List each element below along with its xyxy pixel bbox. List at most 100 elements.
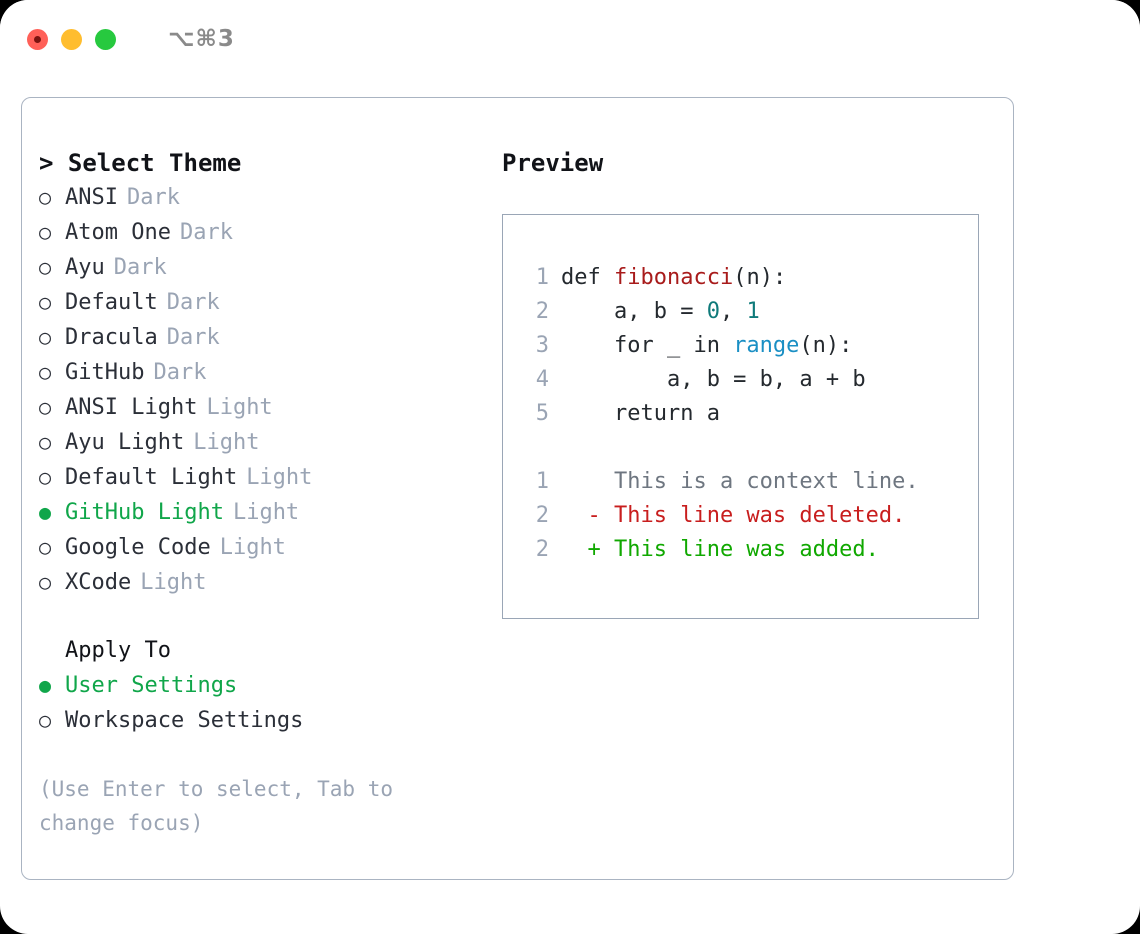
radio-unselected-icon: ○ [39, 430, 52, 454]
keyboard-hint-text: (Use Enter to select, Tab to change focu… [39, 777, 394, 835]
code-token: for _ in [561, 333, 734, 358]
theme-option-variant-tag: Light [206, 395, 273, 420]
theme-option-label: Dracula [65, 325, 158, 350]
radio-unselected-icon: ○ [39, 220, 52, 244]
radio-unselected-icon: ○ [39, 325, 52, 349]
code-token: range [733, 333, 800, 358]
diff-text: This is a context line. [613, 469, 919, 494]
theme-option[interactable]: ○ Atom One Dark [39, 215, 489, 250]
code-token: fibonacci [613, 265, 734, 290]
diff-line: 2 - This line was deleted. [519, 499, 978, 533]
theme-option[interactable]: ● GitHub Light Light [39, 495, 489, 530]
theme-option[interactable]: ○ Ayu Light Light [39, 425, 489, 460]
apply-to-option-label: User Settings [65, 673, 238, 698]
theme-option-variant-tag: Dark [113, 255, 167, 280]
theme-option-variant-tag: Dark [126, 185, 180, 210]
code-token: a, b = b, a + b [561, 367, 866, 392]
line-number: 3 [535, 333, 549, 358]
diff-line: 1 This is a context line. [519, 465, 978, 499]
theme-option[interactable]: ○ ANSI Dark [39, 180, 489, 215]
code-line: 3 for _ in range(n): [519, 329, 978, 363]
close-button[interactable] [27, 28, 48, 50]
theme-option-variant-tag: Light [246, 465, 313, 490]
radio-selected-icon: ● [39, 500, 52, 524]
theme-option-label: XCode [65, 570, 132, 595]
theme-option-label: Atom One [65, 220, 171, 245]
code-token: 1 [746, 299, 760, 324]
minimize-button[interactable] [61, 28, 82, 50]
theme-option-label: Google Code [65, 535, 211, 560]
preview-spacer [519, 431, 978, 465]
theme-option-label: Default Light [65, 465, 238, 490]
line-number: 1 [535, 265, 549, 290]
code-line: 5 return a [519, 397, 978, 431]
theme-option-label: ANSI [65, 185, 118, 210]
code-token: 0 [706, 299, 720, 324]
zoom-button[interactable] [95, 28, 116, 50]
radio-unselected-icon: ○ [39, 395, 52, 419]
diff-line: 2 + This line was added. [519, 533, 978, 567]
line-number: 4 [535, 367, 549, 392]
theme-option[interactable]: ○ ANSI Light Light [39, 390, 489, 425]
theme-option-variant-tag: Light [193, 430, 260, 455]
diff-marker: + [561, 537, 614, 562]
theme-option-label: ANSI Light [65, 395, 198, 420]
keyboard-shortcut-label: ⌥⌘3 [168, 26, 235, 52]
theme-option-variant-tag: Light [232, 500, 300, 525]
code-token: return a [561, 401, 720, 426]
code-token: (n): [799, 333, 853, 358]
diff-marker [561, 465, 614, 499]
line-number: 2 [535, 299, 549, 324]
radio-unselected-icon: ○ [39, 570, 52, 594]
theme-option-label: GitHub Light [65, 500, 224, 525]
theme-option-label: GitHub [65, 360, 145, 385]
line-number: 2 [535, 537, 549, 562]
apply-to-option-label: Workspace Settings [65, 708, 304, 733]
preview-heading: Preview [502, 149, 604, 177]
diff-text: This line was deleted. [613, 503, 906, 528]
diff-sample: 1 This is a context line.2 - This line w… [519, 465, 978, 567]
radio-unselected-icon: ○ [39, 185, 52, 209]
line-number: 2 [535, 503, 549, 528]
theme-option[interactable]: ○ GitHub Dark [39, 355, 489, 390]
code-line: 2 a, b = 0, 1 [519, 295, 978, 329]
theme-option-variant-tag: Dark [153, 360, 207, 385]
diff-marker: - [561, 503, 614, 528]
theme-option[interactable]: ○ Google Code Light [39, 530, 489, 565]
radio-unselected-icon: ○ [39, 255, 52, 279]
radio-unselected-icon: ○ [39, 535, 52, 559]
radio-unselected-icon: ○ [39, 708, 52, 732]
theme-option[interactable]: ○ XCode Light [39, 565, 489, 600]
apply-to-option[interactable]: ● User Settings [39, 668, 489, 703]
theme-option-label: Ayu Light [65, 430, 185, 455]
theme-option-variant-tag: Light [219, 535, 286, 560]
radio-unselected-icon: ○ [39, 360, 52, 384]
apply-to-heading: ○ Apply To [39, 634, 489, 668]
theme-option-variant-tag: Light [140, 570, 207, 595]
theme-option-label: Default [65, 290, 158, 315]
radio-selected-icon: ● [39, 673, 52, 697]
apply-to-option[interactable]: ○ Workspace Settings [39, 703, 489, 738]
apply-to-list: ● User Settings ○ Workspace Settings [39, 668, 489, 738]
code-line: 4 a, b = b, a + b [519, 363, 978, 397]
traffic-light-buttons [27, 28, 116, 50]
code-token: , [719, 299, 747, 324]
theme-option-variant-tag: Dark [166, 290, 220, 315]
window-titlebar: ⌥⌘3 [0, 0, 1140, 78]
theme-option-variant-tag: Dark [179, 220, 233, 245]
code-token: def [561, 265, 614, 290]
apply-to-section: ○ Apply To ● User Settings ○ Workspace Sett… [39, 634, 489, 738]
diff-text: This line was added. [613, 537, 879, 562]
